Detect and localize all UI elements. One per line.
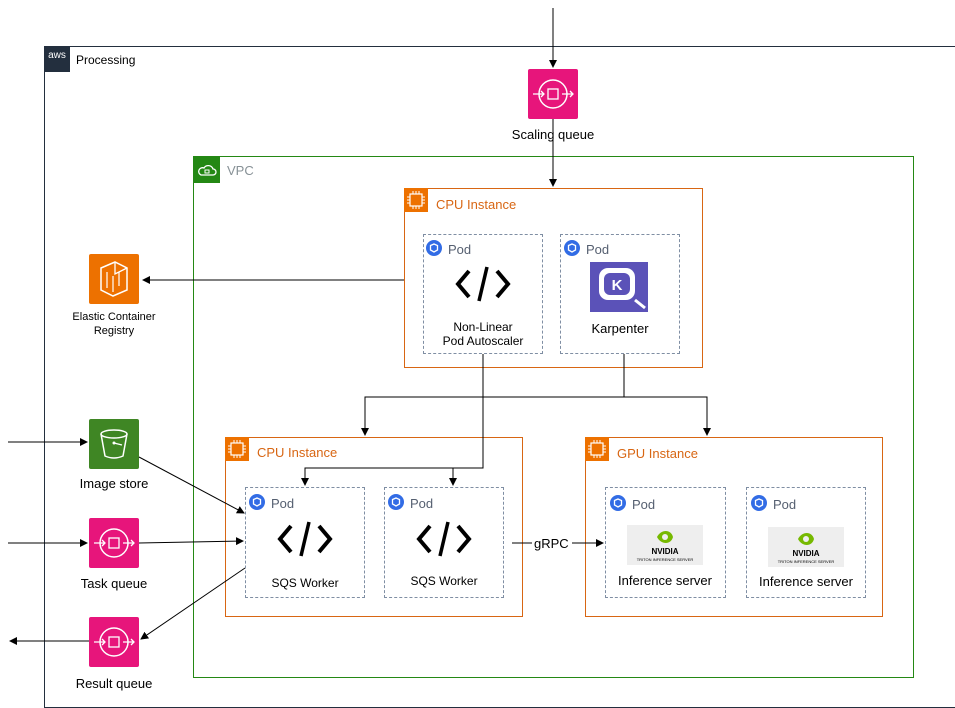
- pod-sqs-worker-2: [384, 487, 504, 598]
- vpc-label: VPC: [227, 163, 254, 178]
- pod-label: Pod: [448, 242, 472, 257]
- nvidia-logo-text: NVIDIA: [792, 549, 820, 558]
- k8s-pod-icon: [426, 240, 442, 256]
- pod-label: Pod: [586, 242, 610, 257]
- karpenter-logo-icon: K: [590, 262, 648, 312]
- edge-task-queue-to-worker: [138, 537, 244, 546]
- k8s-pod-icon: [249, 494, 265, 510]
- triton-logo-text: TRITON INFERENCE SERVER: [777, 559, 835, 564]
- pod-karpenter: [560, 234, 680, 354]
- inference-server-label: Inference server: [759, 574, 853, 589]
- edge-autoscaler-to-worker2: [449, 467, 483, 486]
- pod-inference-1: [605, 487, 726, 598]
- nvidia-triton-logo-icon: NVIDIA TRITON INFERENCE SERVER: [768, 527, 844, 567]
- edge-karpenter-to-gpu: [624, 396, 711, 436]
- gpu-chip-icon: [585, 437, 609, 461]
- nvidia-triton-logo-icon: NVIDIA TRITON INFERENCE SERVER: [627, 525, 703, 565]
- k8s-pod-icon: [564, 240, 580, 256]
- triton-logo-text: TRITON INFERENCE SERVER: [636, 557, 694, 562]
- cpu-chip-icon: [225, 437, 249, 461]
- sqs-worker-label: SQS Worker: [410, 574, 478, 588]
- nvidia-logo-text: NVIDIA: [651, 547, 679, 556]
- pod-label: Pod: [271, 496, 295, 511]
- edge-image-store-to-worker: [138, 456, 245, 514]
- sqs-worker-label: SQS Worker: [271, 576, 339, 590]
- cpu-instance-top-label: CPU Instance: [436, 197, 517, 212]
- edge-worker-to-result-queue: [140, 567, 246, 640]
- pod-label: Pod: [410, 496, 434, 511]
- code-icon: [455, 263, 511, 305]
- k8s-pod-icon: [751, 495, 767, 511]
- aws-logo-text: aws: [48, 50, 66, 61]
- grpc-label: gRPC: [534, 536, 569, 551]
- edge-karpenter-to-cpu: [361, 354, 625, 436]
- task-queue-label: Task queue: [80, 576, 148, 591]
- gpu-instance: [585, 437, 883, 617]
- result-queue-sqs-icon: [89, 617, 139, 667]
- cpu-instance-bottom-label: CPU Instance: [257, 445, 338, 460]
- s3-bucket-icon: [89, 419, 139, 469]
- karpenter-label: Karpenter: [591, 321, 649, 336]
- cpu-chip-icon: [404, 188, 428, 212]
- code-icon: [277, 518, 333, 560]
- pod-autoscaler: [423, 234, 543, 354]
- image-store-label: Image store: [79, 476, 149, 491]
- cpu-instance-bottom: [225, 437, 523, 617]
- gpu-instance-label: GPU Instance: [617, 446, 698, 461]
- pod-inference-2: [746, 487, 866, 598]
- k8s-pod-icon: [388, 494, 404, 510]
- ecr-label-line2: Registry: [93, 325, 135, 337]
- svg-text:K: K: [612, 277, 623, 294]
- ecr-label-line1: Elastic Container: [72, 311, 156, 323]
- pod-sqs-worker-1: [245, 487, 365, 598]
- autoscaler-label-line1: Non-Linear: [453, 320, 513, 334]
- scaling-queue-sqs-icon: [528, 69, 578, 119]
- task-queue-sqs-icon: [89, 518, 139, 568]
- inference-server-label: Inference server: [618, 573, 712, 588]
- ecr-icon: [89, 254, 139, 304]
- pod-label: Pod: [632, 497, 656, 512]
- edge-autoscaler-to-workers: [301, 354, 484, 486]
- pod-label: Pod: [773, 497, 797, 512]
- result-queue-label: Result queue: [75, 676, 153, 691]
- aws-logo-icon: aws: [44, 46, 70, 72]
- k8s-pod-icon: [610, 495, 626, 511]
- code-icon: [416, 518, 472, 560]
- cpu-instance-top: [404, 188, 703, 368]
- vpc-cloud-icon: [194, 157, 220, 183]
- aws-group-label: Processing: [76, 53, 136, 67]
- autoscaler-label-line2: Pod Autoscaler: [442, 334, 524, 348]
